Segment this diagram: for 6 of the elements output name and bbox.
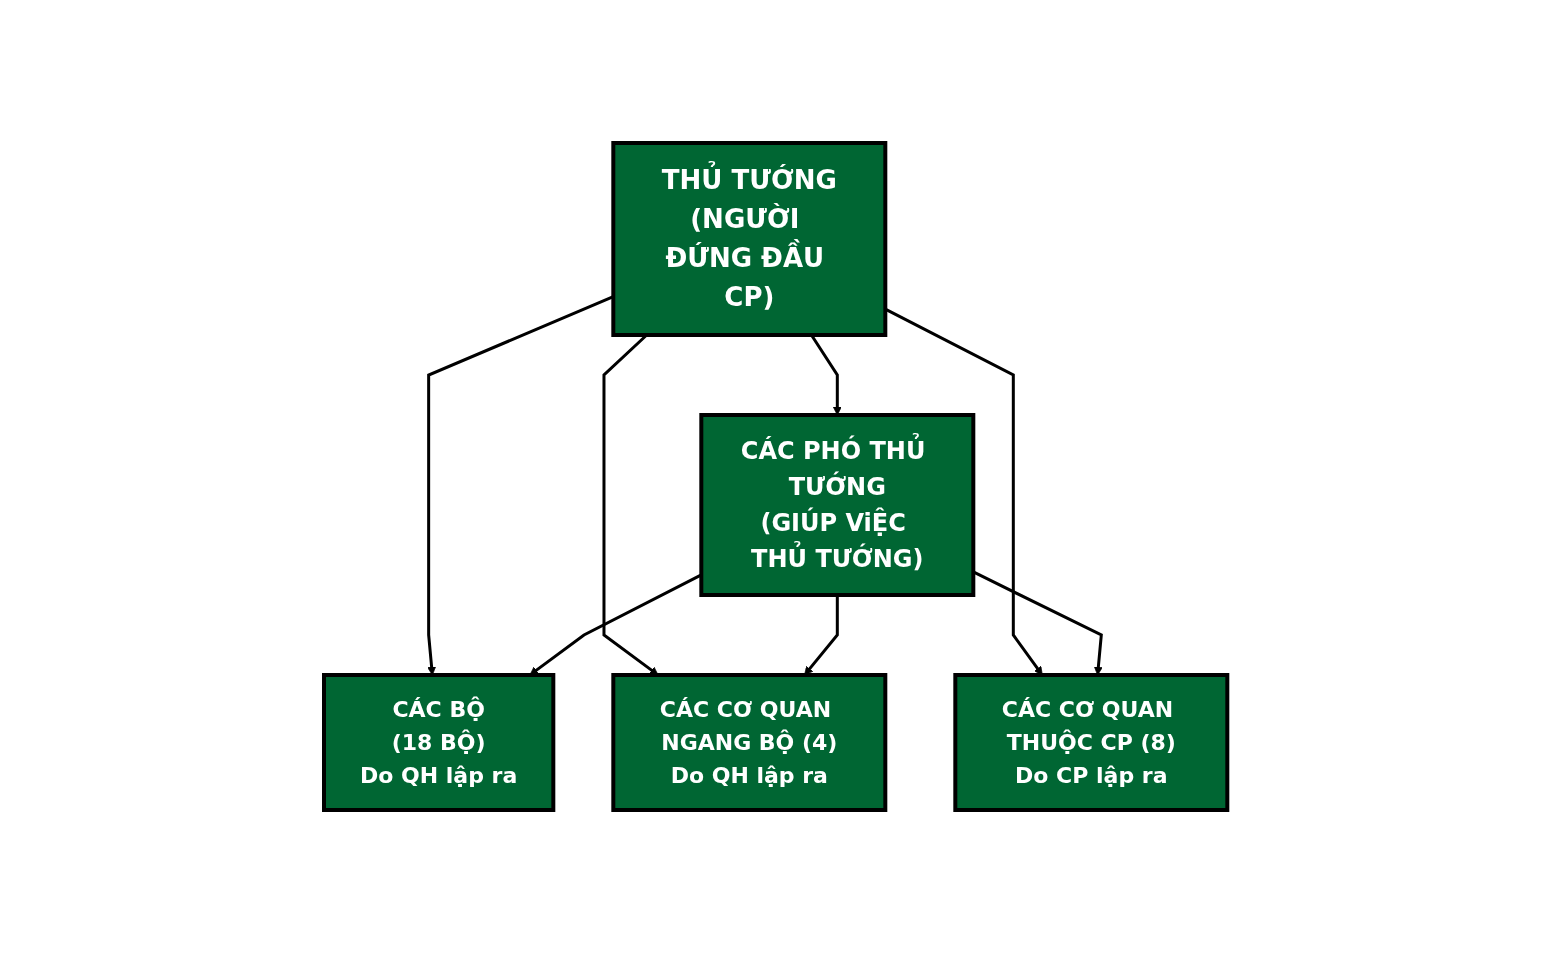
node-box: CÁC CƠ QUAN THUỘC CP (8) Do CP lập ra <box>953 673 1230 812</box>
node-box: CÁC BỘ (18 BỘ) Do QH lập ra <box>321 673 556 812</box>
node-box: CÁC PHÓ THỦ TƯỚNG (GIÚP ViỆC THỦ TƯỚNG) <box>699 413 976 597</box>
arrow <box>804 595 839 676</box>
node-box: THỦ TƯỚNG (NGƯỜI ĐỨNG ĐẦU CP) <box>611 141 888 337</box>
node-box: CÁC CƠ QUAN NGANG BỘ (4) Do QH lập ra <box>611 673 888 812</box>
